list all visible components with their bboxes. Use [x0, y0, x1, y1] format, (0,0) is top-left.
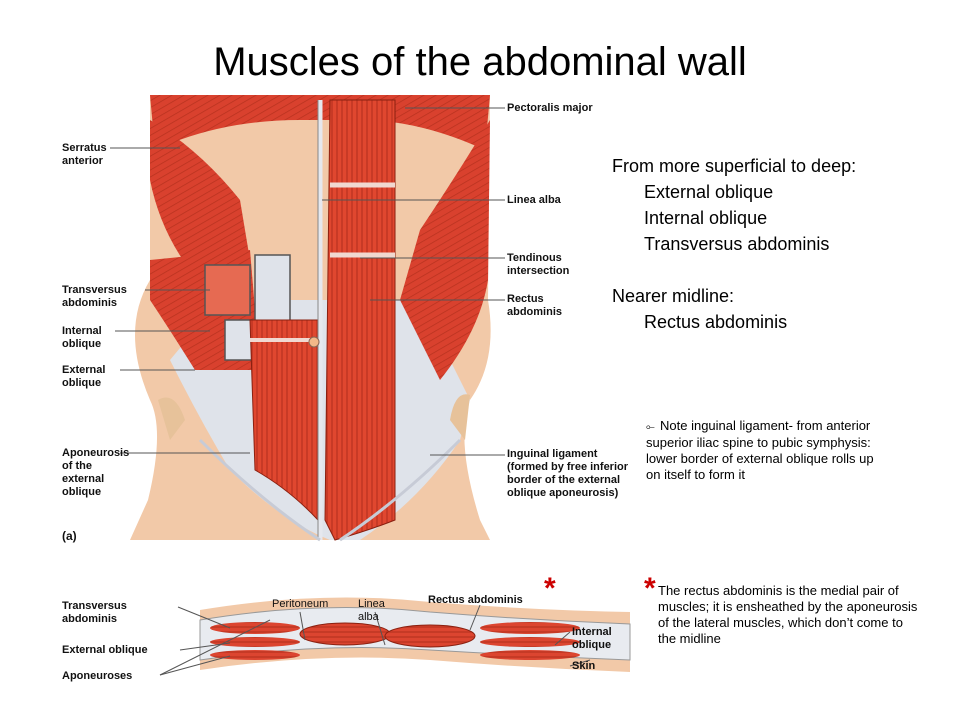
label-tendinous-intersection: Tendinous intersection: [507, 252, 570, 277]
list-item: Rectus abdominis: [644, 312, 788, 332]
label-aponeurosis: Aponeurosis of the external oblique: [62, 447, 130, 498]
rectus-abdominis-right: [324, 99, 396, 541]
inguinal-note: ⟜Note inguinal ligament- from anterior s…: [646, 418, 886, 483]
label-transversus-abdominis: Transversus abdominis: [62, 284, 127, 309]
heading-nearer-midline: Nearer midline:: [612, 286, 735, 306]
transversus-window: [204, 264, 251, 316]
cs-label-skin: Skin: [572, 660, 596, 672]
label-external-oblique: External oblique: [62, 364, 106, 389]
rectus-footnote: The rectus abdominis is the medial pair …: [658, 583, 918, 646]
page-title: Muscles of the abdominal wall: [213, 40, 747, 84]
serratus-anterior-muscle: [150, 120, 250, 270]
cs-label-linea-alba: Linea alba: [358, 598, 385, 623]
internal-oblique-window: [224, 319, 254, 361]
label-serratus-anterior: Serratus anterior: [62, 142, 107, 167]
bullet-arrow-icon: ⟜: [646, 421, 655, 433]
cs-label-aponeuroses: Aponeuroses: [62, 670, 133, 682]
heading-superficial-to-deep: From more superficial to deep:: [612, 156, 857, 176]
label-linea-alba: Linea alba: [507, 194, 561, 206]
umbilicus: [308, 336, 320, 348]
list-item: External oblique: [644, 182, 774, 202]
cs-label-transversus: Transversus abdominis: [62, 600, 127, 625]
label-internal-oblique: Internal oblique: [62, 325, 102, 350]
cross-section-rectus-right: [384, 624, 476, 648]
label-pectoralis-major: Pectoralis major: [507, 102, 593, 114]
cs-label-internal-oblique: Internal oblique: [572, 626, 612, 651]
footnote-asterisk: *: [644, 572, 656, 605]
muscle-layer-list: From more superficial to deep: External …: [612, 153, 856, 335]
cs-label-rectus-abdominis: Rectus abdominis: [428, 594, 523, 606]
cross-section-rectus-left: [299, 622, 391, 646]
label-rectus-abdominis: Rectus abdominis: [507, 293, 563, 318]
list-item: Internal oblique: [644, 208, 768, 228]
cross-section-asterisk: *: [544, 572, 556, 605]
external-oblique-right: [400, 120, 490, 380]
label-inguinal-ligament: Inguinal ligament (formed by free inferi…: [507, 448, 629, 499]
list-item: Transversus abdominis: [644, 234, 830, 254]
panel-label: (a): [62, 529, 77, 543]
cs-label-peritoneum: Peritoneum: [272, 598, 329, 610]
cs-label-external-oblique: External oblique: [62, 644, 148, 656]
note-text: Note inguinal ligament- from anterior su…: [646, 418, 874, 482]
pectoralis-major: [150, 95, 490, 150]
